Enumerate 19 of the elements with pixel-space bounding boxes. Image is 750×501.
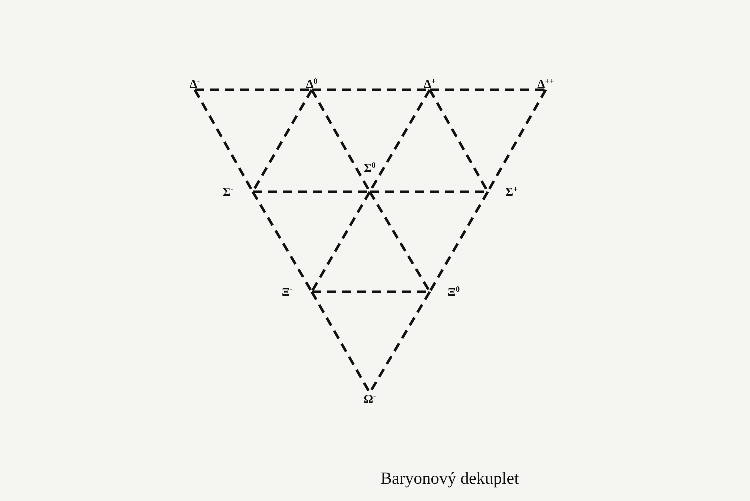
- particle-label: Δ$^{-}$: [190, 78, 200, 90]
- particle-label: Δ$^{0}$: [306, 78, 318, 90]
- particle-label: Σ$^{0}$: [364, 162, 376, 174]
- particle-label: Ω$^{-}$: [364, 393, 376, 405]
- caption: Baryonový dekuplet: [380, 468, 520, 490]
- particle-label: Δ$^{++}$: [538, 78, 554, 90]
- dashed-line: [310, 191, 372, 293]
- particle-label: Δ$^{+}$: [424, 78, 436, 90]
- dashed-line: [252, 191, 314, 293]
- particle-label: Σ$^{+}$: [506, 186, 518, 198]
- dashed-line: [195, 88, 312, 92]
- dashed-line: [428, 191, 490, 293]
- dashed-line: [253, 190, 370, 194]
- particle-label: Ξ$^{0}$: [448, 286, 460, 298]
- particle-label: Σ$^{-}$: [223, 186, 234, 198]
- particle-label: Ξ$^{-}$: [282, 286, 293, 298]
- dashed-line: [368, 191, 432, 293]
- dashed-line: [310, 291, 372, 394]
- dashed-line: [430, 88, 546, 92]
